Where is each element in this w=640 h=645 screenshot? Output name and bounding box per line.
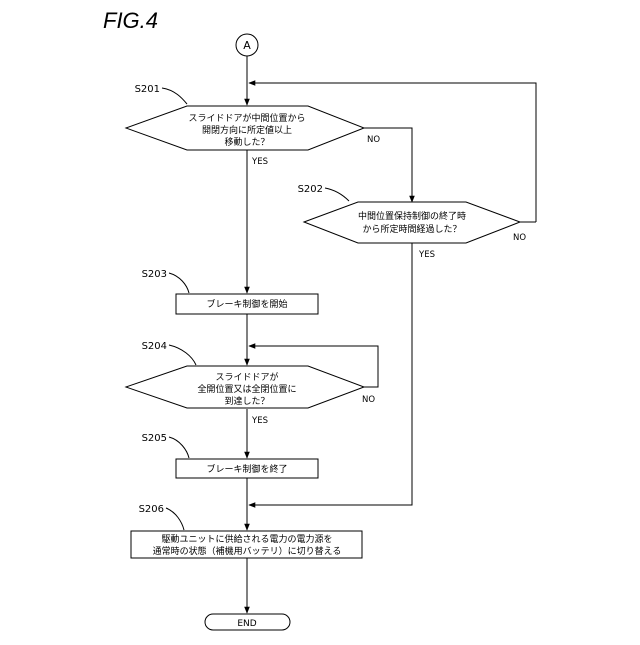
process-s203: ブレーキ制御を開始 bbox=[176, 294, 318, 314]
step-label-s201: S201 bbox=[135, 84, 160, 95]
figure-title: FIG.4 bbox=[103, 8, 158, 33]
leader-line-s202 bbox=[325, 188, 349, 201]
decision-s201: スライドドアが中間位置から 開閉方向に所定値以上 移動した？ bbox=[126, 106, 364, 150]
connector-a: A bbox=[236, 34, 258, 56]
step-label-s206: S206 bbox=[139, 504, 164, 515]
s204-no-label: NO bbox=[362, 395, 375, 405]
process-s205-text: ブレーキ制御を終了 bbox=[206, 463, 287, 475]
decision-s202: 中間位置保持制御の終了時 から所定時間経過した？ bbox=[304, 202, 520, 243]
decision-s204: スライドドアが 全開位置又は全閉位置に 到達した？ bbox=[126, 366, 364, 408]
step-label-s205: S205 bbox=[142, 433, 167, 444]
process-s206-line-2: 通常時の状態（補機用バッテリ）に切り替える bbox=[153, 545, 342, 557]
s202-yes-label: YES bbox=[418, 250, 435, 260]
process-s205: ブレーキ制御を終了 bbox=[176, 459, 318, 478]
decision-s204-line-1: スライドドアが bbox=[215, 371, 278, 383]
s202-no-label: NO bbox=[513, 233, 526, 243]
leader-line-s205 bbox=[169, 437, 189, 458]
decision-s201-line-1: スライドドアが中間位置から bbox=[188, 112, 305, 124]
leader-line-s206 bbox=[166, 508, 184, 530]
process-s206-line-1: 駆動ユニットに供給される電力の電力源を bbox=[161, 533, 332, 545]
s201-no-label: NO bbox=[367, 135, 380, 145]
decision-s201-line-2: 開閉方向に所定値以上 bbox=[202, 124, 292, 136]
decision-s201-line-3: 移動した？ bbox=[224, 136, 269, 148]
s201-yes-label: YES bbox=[251, 157, 268, 167]
step-label-s204: S204 bbox=[142, 341, 167, 352]
process-s206: 駆動ユニットに供給される電力の電力源を 通常時の状態（補機用バッテリ）に切り替え… bbox=[131, 531, 362, 558]
decision-s204-line-3: 到達した？ bbox=[224, 395, 269, 407]
step-label-s203: S203 bbox=[142, 269, 167, 280]
connector-label: A bbox=[243, 39, 251, 52]
process-s203-text: ブレーキ制御を開始 bbox=[206, 298, 287, 310]
decision-s202-line-2: から所定時間経過した？ bbox=[362, 223, 461, 235]
leader-line-s201 bbox=[162, 88, 187, 104]
end-label: END bbox=[237, 619, 256, 629]
leader-line-s204 bbox=[169, 345, 196, 365]
end-terminator: END bbox=[205, 614, 290, 630]
step-label-s202: S202 bbox=[298, 184, 323, 195]
leader-line-s203 bbox=[169, 273, 189, 293]
s204-yes-label: YES bbox=[251, 416, 268, 426]
decision-s202-line-1: 中間位置保持制御の終了時 bbox=[358, 210, 466, 222]
decision-s204-line-2: 全開位置又は全閉位置に bbox=[197, 383, 296, 395]
flow-line-s202-no-loop bbox=[249, 83, 536, 222]
